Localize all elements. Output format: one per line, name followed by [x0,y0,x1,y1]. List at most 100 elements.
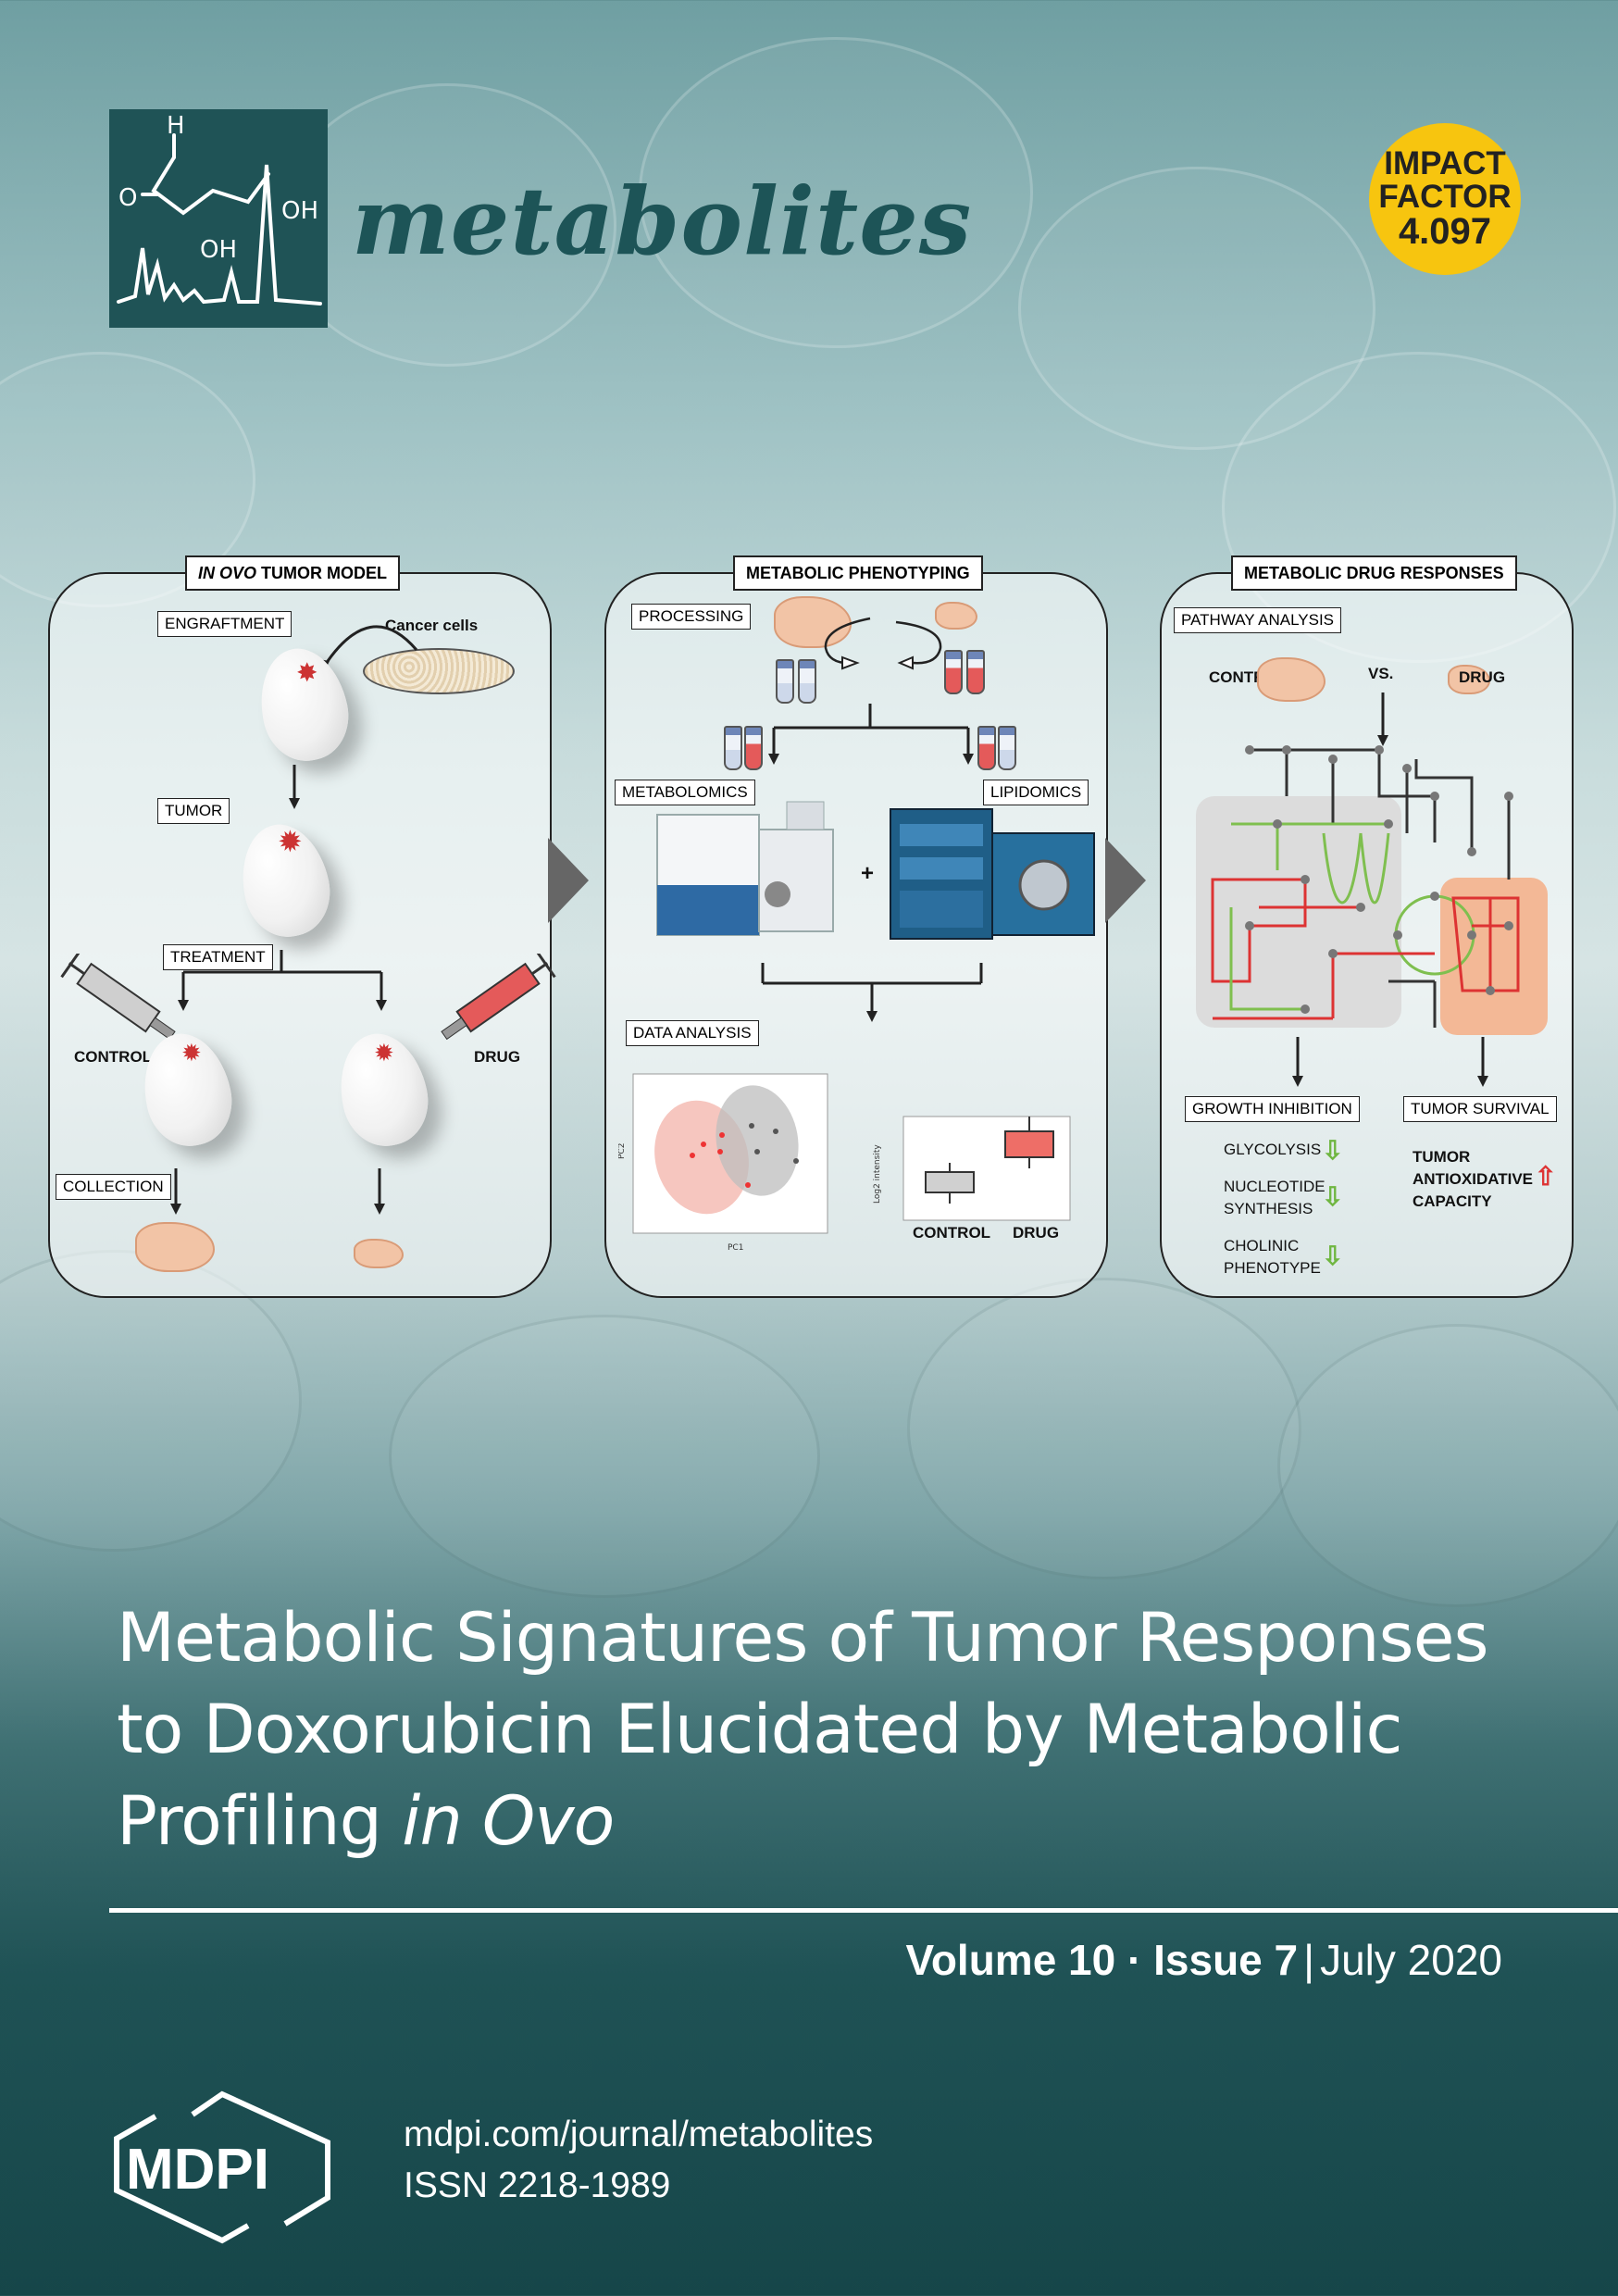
control-label-p1: CONTROL [74,1048,153,1066]
tissue-pathway-control-icon [1257,657,1326,702]
panel2-title: METABOLIC PHENOTYPING [733,555,983,591]
boxplot-drug-label: DRUG [1013,1224,1060,1242]
journal-url[interactable]: mdpi.com/journal/metabolites [404,2115,874,2154]
growth-inhibition-label: GROWTH INHIBITION [1185,1096,1360,1122]
tube-icon-6 [744,726,763,770]
lipidomics-label: LIPIDOMICS [983,780,1089,805]
glycolysis-down-arrow-icon: ⇩ [1322,1136,1344,1165]
nucleotide-down-arrow-icon: ⇩ [1322,1182,1344,1211]
flow-arrow-1-icon [548,838,589,923]
panel1-title-italic: IN OVO [198,563,257,582]
split-arrows-p2 [768,704,974,765]
boxplot-control-label: CONTROL [913,1224,991,1242]
arrow-growth-down [1292,1037,1303,1087]
arrow-down-drug [374,1168,385,1215]
pathway-analysis-label: PATHWAY ANALYSIS [1174,607,1342,633]
tube-icon-4 [966,650,985,694]
tumor-antioxidative-label-3: CAPACITY [1413,1192,1492,1210]
issn: ISSN 2218-1989 [404,2165,671,2205]
tumor-label: TUMOR [157,798,230,824]
tumor-control-icon: ✹ [181,1039,202,1067]
panel1-title: IN OVO TUMOR MODEL [185,555,401,591]
engraftment-label: ENGRAFTMENT [157,611,292,637]
title-divider [109,1908,1618,1913]
issue-date: July 2020 [1320,1936,1502,1984]
volume-label: Volume 10 [905,1936,1116,1984]
article-title-line-3: Profiling in Ovo [117,1776,1561,1867]
pca-x-label: PC1 [728,1243,743,1253]
syringe-drug-icon [441,954,556,1041]
panel1-title-rest: TUMOR MODEL [256,563,388,582]
cholinic-down-arrow-icon: ⇩ [1322,1242,1344,1270]
article-title-line-2: to Doxorubicin Elucidated by Metabolic [117,1691,1402,1769]
volume-issue-separator: · [1115,1936,1154,1984]
arrow-down-collection [170,1168,181,1215]
article-title-line-3-italic: in Ovo [402,1782,615,1861]
boxplot: Log2 intensity [873,1116,1071,1221]
pca-plot: PC1 PC2 [618,1073,828,1253]
date-divider: | [1303,1936,1315,1984]
treatment-label: TREATMENT [163,944,273,970]
tissue-processing-2-icon [935,602,977,630]
tube-icon-7 [977,726,996,770]
glycolysis-label: GLYCOLYSIS [1224,1141,1322,1158]
treatment-branch-arrows [178,950,387,1011]
syringe-control-icon [60,954,176,1041]
tumor-drug-icon: ✹ [374,1039,394,1067]
drug-label-p1: DRUG [474,1048,521,1066]
logo-o-label: O [118,184,137,212]
logo-oh-label-2: OH [281,197,318,225]
tube-icon-5 [724,726,742,770]
lipidomics-instrument-icon [890,808,1095,940]
tissue-pathway-drug-icon [1448,665,1490,694]
pathway-drug-label: DRUG [1459,668,1506,686]
boxplot-y-label: Log2 intensity [873,1144,882,1204]
tissue-processing-1-icon [774,596,852,648]
tissue-drug-icon [354,1239,404,1268]
merge-arrows-p2 [761,963,983,1022]
data-analysis-label: DATA ANALYSIS [626,1020,759,1046]
cholinic-label-2: PHENOTYPE [1224,1259,1321,1277]
tube-icon-2 [798,659,816,704]
tumor-survival-label: TUMOR SURVIVAL [1403,1096,1557,1122]
tumor-icon: ✹ [278,825,303,858]
tumor-burst-icon: ✸ [296,658,318,687]
logo-oh-label-1: OH [200,236,237,264]
tube-icon-3 [944,650,963,694]
pathway-network-diagram [1196,745,1548,1035]
mdpi-logo-text: MDPI [126,2138,269,2202]
tube-icon-8 [998,726,1016,770]
tumor-antioxidative-label-2: ANTIOXIDATIVE [1413,1170,1534,1188]
cholinic-label-1: CHOLINIC [1224,1237,1300,1254]
issue-info: Volume 10 · Issue 7|July 2020 [906,1935,1502,1985]
tumor-antioxidative-label-1: TUMOR [1413,1148,1471,1166]
mdpi-logo: MDPI [114,2090,330,2244]
nucleotide-label-1: NUCLEOTIDE [1224,1178,1326,1195]
logo-h-label: H [167,112,185,140]
arrow-down-1 [289,765,300,809]
impact-value: 4.097 [1398,211,1492,253]
vs-label: VS. [1368,665,1394,682]
processing-cycle-arrows [824,617,942,670]
impact-label-2: FACTOR [1378,178,1512,215]
metabolomics-label: METABOLOMICS [615,780,755,805]
flow-arrow-2-icon [1105,838,1146,923]
collection-label: COLLECTION [56,1174,171,1200]
tissue-control-icon [135,1222,215,1272]
tube-icon-1 [776,659,794,704]
journal-name: metabolites [352,167,973,276]
issue-label: Issue 7 [1153,1936,1299,1984]
nucleotide-label-2: SYNTHESIS [1224,1200,1313,1217]
antioxidative-up-arrow-icon: ⇧ [1535,1162,1557,1191]
article-title-line-1: Metabolic Signatures of Tumor Responses [117,1599,1489,1678]
processing-label: PROCESSING [631,604,752,630]
panel3-title: METABOLIC DRUG RESPONSES [1231,555,1517,591]
article-title: Metabolic Signatures of Tumor Responses … [117,1592,1561,1867]
arrow-pathway-down [1377,693,1388,746]
pca-y-label: PC2 [618,1143,627,1159]
cancer-cells-label: Cancer cells [385,617,479,634]
impact-label-1: IMPACT [1384,144,1506,181]
petri-dish [363,648,515,694]
mass-spectrometer-icon [656,801,834,936]
plus-sign: + [861,861,875,886]
